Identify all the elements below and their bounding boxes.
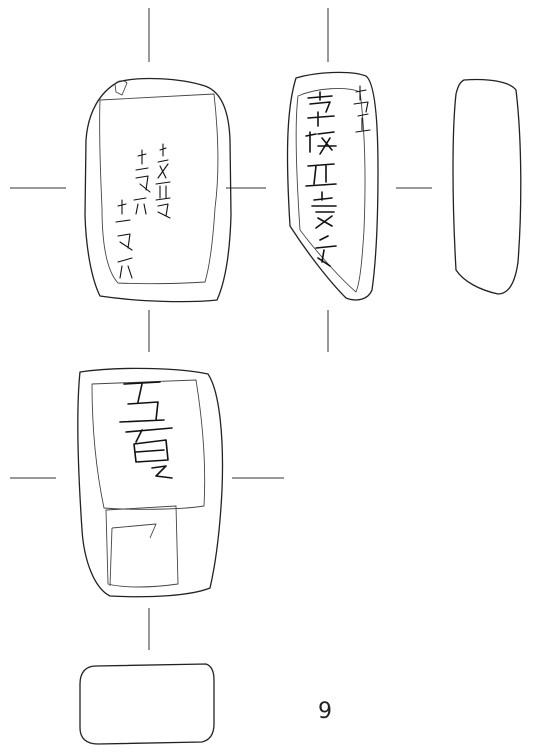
tablet-side-outline (452, 78, 522, 295)
tablet-back-main-inscription (305, 91, 337, 267)
alignment-guides (10, 8, 432, 650)
tablet-lower-base-edge (109, 523, 157, 587)
tablet-back-small-inscription (353, 85, 371, 133)
tablet-end-profile (79, 663, 215, 745)
tablet-front-inscription (115, 143, 171, 279)
tablet-lower-inner-surface (91, 379, 206, 510)
tablet-lower-inscription (119, 381, 173, 479)
tablet-lower-view (77, 367, 224, 598)
tablet-front-inner-surface (99, 93, 219, 285)
figure-number-label: 9 (318, 699, 332, 724)
tablet-front-outline (84, 77, 232, 303)
tablet-back-view (286, 71, 379, 301)
tablet-lower-base-block (105, 505, 179, 588)
tablet-front-corner-chip (114, 80, 128, 96)
tablet-lower-outline (77, 367, 224, 598)
tablet-back-inner-surface (295, 88, 366, 293)
tablet-side-profile (452, 78, 522, 295)
tablet-front-view (84, 77, 232, 303)
tablet-back-outline (286, 71, 379, 301)
tablet-end-outline (79, 663, 215, 745)
